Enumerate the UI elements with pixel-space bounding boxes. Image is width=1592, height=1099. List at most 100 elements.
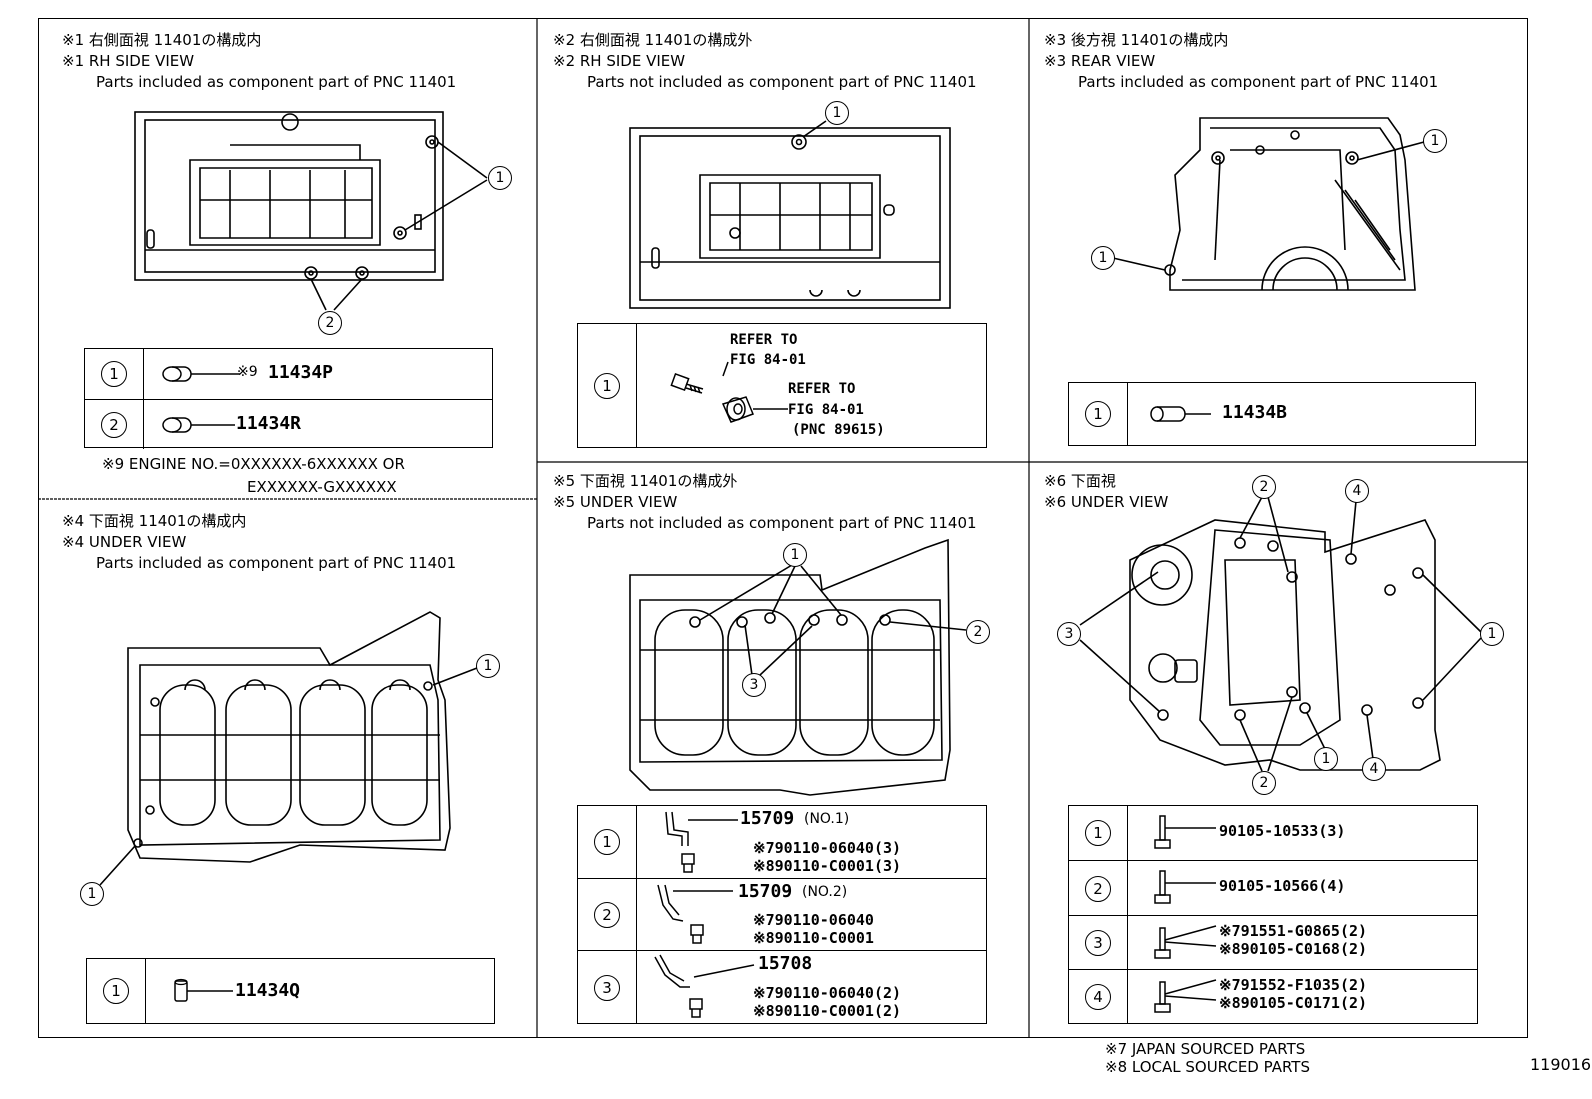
panel5-parts-table: 1 15709 (NO.1) ※790110-06040(3) ※890110-… [577,805,987,1024]
ref-mark: ※9 [237,364,258,380]
row-number: 2 [101,411,127,438]
pin-icon [1150,406,1211,422]
row-number: 4 [1085,984,1111,1010]
bolt-icon [1154,925,1217,959]
bolt-icon [1154,870,1216,904]
table-row: 2 15709 (NO.2) ※790110-06040 ※890110-C00… [578,878,986,951]
panel3-heading: ※3 後方視 11401の構成内 ※3 REAR VIEW Parts incl… [1044,30,1438,93]
row-number: 1 [103,978,129,1004]
table-row: 4 ※791552-F1035(2) ※890105-C0171(2) [1069,969,1477,1024]
figure-code: 119016 [1530,1055,1592,1074]
bolt-number-local: ※890110-C0001(2) [753,1002,902,1020]
pin-icon [174,978,233,1002]
panel2-subtitle: Parts not included as component part of … [587,73,977,91]
panel5-title-jp: ※5 下面視 11401の構成外 [553,472,738,490]
panel2-callout-1: 1 [825,101,849,125]
bolt-and-sensor-icon [670,361,788,423]
table-row: 2 90105-10566(4) [1069,860,1477,916]
panel1-note-line2: EXXXXXX-GXXXXXX [247,478,397,496]
bolt-number-local: ※890110-C0001(3) [753,857,902,875]
pnc-ref: (PNC 89615) [792,422,885,438]
panel6-title-jp: ※6 下面視 [1044,472,1116,490]
bracket-icon [657,884,733,944]
pin-icon [162,366,240,382]
panel5-callout-3: 3 [742,673,766,697]
table-row: 3 15708 ※790110-06040(2) ※890110-C0001(2… [578,950,986,1024]
panel4-callout-1b: 1 [80,882,104,906]
bolt-number-japan: ※790110-06040(2) [753,984,902,1002]
part-tag: (NO.1) [804,811,850,827]
panel6-callout-2: 2 [1252,475,1276,499]
bolt-number-local: ※890105-C0168(2) [1219,940,1368,958]
panel1-note-line1: ※9 ENGINE NO.=0XXXXXX-6XXXXXX OR [102,455,405,473]
panel5-callout-2: 2 [966,620,990,644]
footer-local-note: ※8 LOCAL SOURCED PARTS [1105,1058,1310,1076]
part-number: 15709 [738,881,793,902]
table-row: 1 REFER TO FIG 84-01 REFER TO FIG 84-01 … [578,324,986,447]
part-number: 11434Q [235,980,301,1001]
row-number: 1 [1085,820,1111,846]
panel6-callout-4b: 4 [1362,757,1386,781]
panel6-callout-3: 3 [1057,622,1081,646]
bolt-number-japan: ※790110-06040 [753,911,874,929]
panel6-callout-2b: 2 [1252,771,1276,795]
panel3-parts-table: 1 11434B [1068,382,1476,446]
panel1-heading: ※1 右側面視 11401の構成内 ※1 RH SIDE VIEW Parts … [62,30,456,93]
panel2-title-en: ※2 RH SIDE VIEW [553,52,686,70]
panel6-title-en: ※6 UNDER VIEW [1044,493,1169,511]
panel4-callout-1: 1 [476,654,500,678]
table-row: 1 11434B [1069,383,1475,445]
bolt-number-japan: ※791552-F1035(2) [1219,976,1368,994]
panel5-heading: ※5 下面視 11401の構成外 ※5 UNDER VIEW Parts not… [553,471,977,534]
bolt-number-japan: ※791551-G0865(2) [1219,922,1368,940]
part-number: 15708 [758,953,813,974]
part-number: 11434P [268,362,334,383]
row-number: 1 [594,829,620,855]
refer-to-label: REFER TO [788,381,856,397]
table-row: 1 15709 (NO.1) ※790110-06040(3) ※890110-… [578,806,986,878]
pin-icon [162,417,235,433]
bracket-icon [665,811,738,873]
row-number: 1 [101,361,127,387]
bolt-number: 90105-10566(4) [1219,877,1346,895]
row-number: 1 [1085,401,1111,427]
panel1-callout-2: 2 [318,311,342,335]
panel3-subtitle: Parts included as component part of PNC … [1078,73,1439,91]
panel3-callout-1b: 1 [1091,246,1115,270]
table-row: 1 11434Q [87,959,494,1023]
table-row: 3 ※791551-G0865(2) ※890105-C0168(2) [1069,915,1477,970]
bracket-icon [654,954,755,1018]
panel1-title-jp: ※1 右側面視 11401の構成内 [62,31,262,49]
panel3-title-jp: ※3 後方視 11401の構成内 [1044,31,1229,49]
row-number: 3 [1085,930,1111,956]
panel1-title-en: ※1 RH SIDE VIEW [62,52,195,70]
panel5-callout-1: 1 [783,543,807,567]
part-number: 15709 [740,808,795,829]
bolt-icon [1154,979,1217,1013]
panel2-parts-table: 1 REFER TO FIG 84-01 REFER TO FIG 84-01 … [577,323,987,448]
bolt-number-local: ※890105-C0171(2) [1219,994,1368,1012]
panel6-parts-table: 1 90105-10533(3) 2 90105-10566(4) 3 ※791… [1068,805,1478,1024]
panel4-title-jp: ※4 下面視 11401の構成内 [62,512,247,530]
bolt-number: 90105-10533(3) [1219,822,1346,840]
part-tag: (NO.2) [802,884,848,900]
table-row: 1 ※9 11434P [85,349,492,399]
figure-ref: FIG 84-01 [788,402,864,418]
panel6-callout-1: 1 [1480,622,1504,646]
panel6-callout-1b: 1 [1314,747,1338,771]
table-row: 2 11434R [85,399,492,449]
refer-to-label: REFER TO [730,332,798,348]
panel6-callout-4: 4 [1345,479,1369,503]
diagram-frame [38,18,1528,1038]
footer-japan-note: ※7 JAPAN SOURCED PARTS [1105,1040,1306,1058]
panel2-heading: ※2 右側面視 11401の構成外 ※2 RH SIDE VIEW Parts … [553,30,977,93]
table-row: 1 90105-10533(3) [1069,806,1477,860]
panel4-subtitle: Parts included as component part of PNC … [96,554,457,572]
panel4-heading: ※4 下面視 11401の構成内 ※4 UNDER VIEW Parts inc… [62,511,456,574]
panel4-title-en: ※4 UNDER VIEW [62,533,187,551]
panel5-subtitle: Parts not included as component part of … [587,514,977,532]
panel3-callout-1: 1 [1423,129,1447,153]
panel1-callout-1: 1 [488,166,512,190]
row-number: 1 [594,372,620,399]
